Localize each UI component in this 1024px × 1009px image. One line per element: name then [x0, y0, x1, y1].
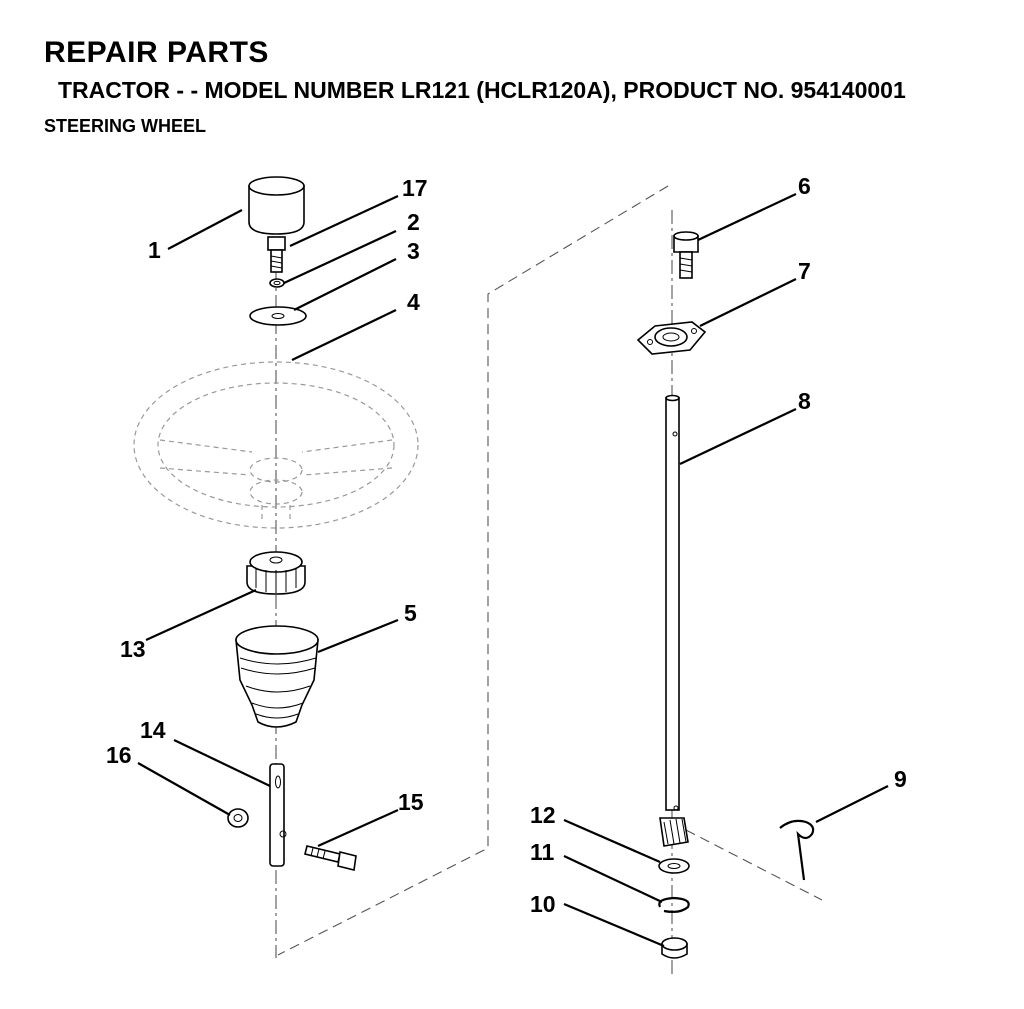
part-13-adapter — [246, 551, 306, 595]
callout-4: 4 — [407, 289, 420, 315]
callout-7: 7 — [798, 258, 811, 284]
part-4-steering-wheel — [133, 361, 419, 529]
callout-16: 16 — [106, 742, 132, 768]
callout-3: 3 — [407, 238, 420, 264]
pinion-gear — [659, 817, 689, 847]
part-1-cap — [248, 176, 305, 235]
callout-13: 13 — [120, 636, 146, 662]
callout-6: 6 — [798, 173, 811, 199]
callout-5: 5 — [404, 600, 417, 626]
callout-11: 11 — [530, 839, 555, 865]
part-8-steering-shaft — [665, 394, 680, 811]
callout-1: 1 — [148, 237, 161, 263]
part-2-lock-washer — [269, 278, 285, 288]
part-7-flange-bearing — [636, 321, 707, 355]
panel-boundary — [277, 185, 823, 956]
section-title: STEERING WHEEL — [44, 116, 207, 136]
part-3-flat-washer — [249, 306, 307, 326]
callout-numbers: 1 17 2 3 4 6 7 8 5 13 14 16 15 9 12 11 1… — [106, 173, 907, 917]
callout-10: 10 — [530, 891, 556, 917]
leader-lines — [137, 193, 889, 948]
part-17-bolt — [267, 236, 286, 273]
callout-8: 8 — [798, 388, 811, 414]
callout-14: 14 — [140, 717, 166, 743]
part-9-spring-clip — [779, 819, 815, 881]
page-title: REPAIR PARTS — [44, 36, 269, 69]
part-16-nut — [227, 808, 249, 828]
callout-9: 9 — [894, 766, 907, 792]
part-14-shaft — [269, 763, 287, 867]
part-12-washer — [658, 858, 690, 874]
model-subtitle: TRACTOR - - MODEL NUMBER LR121 (HCLR120A… — [58, 77, 906, 103]
callout-17: 17 — [402, 175, 428, 201]
part-6-bolt — [673, 231, 699, 279]
part-11-retaining-ring — [658, 896, 690, 913]
part-10-bushing — [661, 937, 688, 959]
callout-15: 15 — [398, 789, 424, 815]
part-15-bolt — [304, 845, 357, 871]
part-5-boot — [235, 625, 319, 728]
callout-12: 12 — [530, 802, 556, 828]
callout-2: 2 — [407, 209, 420, 235]
